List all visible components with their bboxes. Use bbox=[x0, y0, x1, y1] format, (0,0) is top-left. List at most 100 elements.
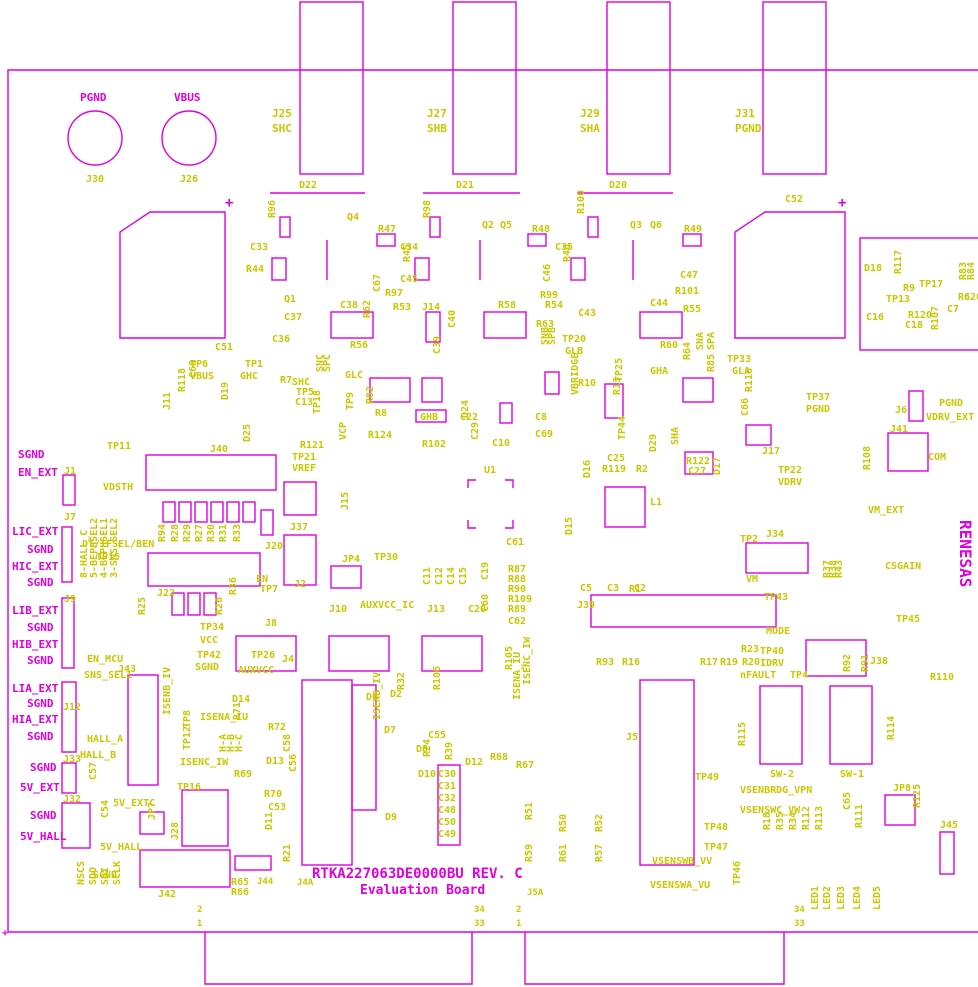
cap-c52: C52 bbox=[785, 194, 803, 205]
silk-label-vsenswb-vv: VSENSWB_VV bbox=[652, 856, 712, 867]
silk-label-j20: J20 bbox=[265, 541, 283, 552]
left-ref-j7: J7 bbox=[64, 512, 76, 523]
silk-label-d18: D18 bbox=[864, 263, 882, 274]
silk-label-r58: R58 bbox=[498, 300, 516, 311]
silk-label-jp7: JP7 bbox=[147, 802, 158, 820]
silk-label-c56: C56 bbox=[288, 754, 299, 772]
silk-label-c50: C50 bbox=[438, 817, 456, 828]
silk-label-tp30: TP30 bbox=[374, 552, 398, 563]
silk-label-r46: R46 bbox=[562, 244, 573, 262]
silk-label-c55: C55 bbox=[428, 730, 446, 741]
power-post-pgnd-label: PGND bbox=[80, 91, 107, 104]
silk-label-tp13: TP13 bbox=[886, 294, 910, 305]
silk-label-d10: D10 bbox=[418, 769, 436, 780]
silk-label-r33: R33 bbox=[232, 524, 243, 542]
silk-label-q2: Q2 bbox=[482, 220, 494, 231]
silk-label-sgnd: SGND bbox=[195, 662, 219, 673]
silk-label-r56: R56 bbox=[350, 340, 368, 351]
silk-label-r28: R28 bbox=[170, 524, 181, 542]
silk-label-r106: R106 bbox=[432, 666, 443, 690]
silk-label-d17: D17 bbox=[712, 457, 723, 475]
silk-label-j4: J4 bbox=[282, 654, 294, 665]
silk-label-tp18: TP18 bbox=[312, 390, 323, 414]
silk-label-vdsth: VDSTH bbox=[103, 482, 133, 493]
silk-label-d29: D29 bbox=[648, 434, 659, 452]
power-post-j26: J26 bbox=[180, 174, 198, 185]
u1-outline bbox=[467, 479, 514, 529]
silk-label-ghb: GHB bbox=[420, 412, 438, 423]
silk-label-c69: C69 bbox=[535, 429, 553, 440]
silk-label-tp40: TP40 bbox=[760, 646, 784, 657]
silk-label-r85: R85 bbox=[706, 354, 717, 372]
silk-label-r122: R122 bbox=[686, 456, 710, 467]
silk-label-sdo: SDO bbox=[88, 867, 99, 885]
silk-label-c61: C61 bbox=[506, 537, 524, 548]
silk-label-q4: Q4 bbox=[347, 212, 359, 223]
silk-label-r108: R108 bbox=[862, 446, 873, 470]
silk-label-tp12: TP12 bbox=[182, 726, 193, 750]
power-stage-outlines bbox=[271, 216, 772, 475]
left-label-6: LIB_EXT bbox=[12, 604, 59, 617]
silk-label-c11: C11 bbox=[422, 567, 433, 585]
silk-label-tp17: TP17 bbox=[919, 279, 943, 290]
silk-label-r43: R43 bbox=[834, 560, 845, 578]
silk-label-nscs: NSCS bbox=[76, 861, 87, 885]
left-label-12: HIA_EXT bbox=[12, 713, 59, 726]
silk-label-r70: R70 bbox=[264, 789, 282, 800]
left-label-3: SGND bbox=[27, 543, 54, 556]
silk-label-pgnd: PGND bbox=[939, 398, 963, 409]
silk-label-j28: J28 bbox=[170, 822, 181, 840]
silk-label-d8: D8 bbox=[416, 744, 428, 755]
silk-label-8-hall-c: 8-HALL_C bbox=[79, 530, 90, 578]
silk-label-j41: J41 bbox=[890, 424, 908, 435]
silk-label-j22: J22 bbox=[157, 588, 175, 599]
silk-label-tp48: TP48 bbox=[704, 822, 728, 833]
silk-label-r94: R94 bbox=[157, 524, 168, 542]
silk-label-r37: R37 bbox=[822, 560, 833, 578]
silk-label-r35: R35 bbox=[775, 812, 786, 830]
silk-label-j43: J43 bbox=[118, 664, 136, 675]
silk-label-j8: J8 bbox=[265, 618, 277, 629]
silk-label-tp16: TP16 bbox=[177, 782, 201, 793]
silk-label-j38: J38 bbox=[870, 656, 888, 667]
silk-label-c45: C45 bbox=[400, 274, 418, 285]
silk-label-sna: SNA bbox=[695, 332, 706, 350]
silk-label-r18: R18 bbox=[762, 812, 773, 830]
silk-label-com: COM bbox=[928, 452, 946, 463]
silk-label-tp43: TP43 bbox=[764, 592, 788, 603]
silk-label-r6: R6 bbox=[958, 292, 970, 303]
silk-label-h-a: H-A bbox=[218, 734, 229, 752]
silk-label-r124: R124 bbox=[368, 430, 392, 441]
silk-label-r1: R1 bbox=[629, 584, 641, 595]
silk-label-sgnd: SGND bbox=[93, 870, 117, 881]
silk-label-d12: D12 bbox=[465, 757, 483, 768]
silk-label-3-sns-sel2: 3-SNS_SEL2 bbox=[109, 518, 120, 578]
silk-label-r99: R99 bbox=[540, 290, 558, 301]
silk-label-gha: GHA bbox=[650, 366, 668, 377]
silk-label-r49: R49 bbox=[684, 224, 702, 235]
silk-label-c39: C39 bbox=[432, 336, 443, 354]
power-post-vbus-label: VBUS bbox=[174, 91, 201, 104]
silk-label-d25: D25 bbox=[242, 424, 253, 442]
silk-label-c35: C35 bbox=[555, 242, 573, 253]
silk-label-r16: R16 bbox=[622, 657, 640, 668]
silk-label-r9: R9 bbox=[903, 283, 915, 294]
silk-label-csgain: CSGAIN bbox=[885, 561, 921, 572]
silk-label-vdrv-ext: VDRV_EXT bbox=[926, 412, 974, 423]
silk-label-r10: R10 bbox=[578, 378, 596, 389]
silk-label-d7: D7 bbox=[384, 725, 396, 736]
left-ref-j32: J32 bbox=[63, 794, 81, 805]
silk-label-spc: SPC bbox=[322, 354, 333, 372]
silk-label-pgnd: PGND bbox=[806, 404, 830, 415]
silk-label-r7: R7 bbox=[280, 375, 292, 386]
left-label-0: SGND bbox=[18, 448, 45, 461]
silk-label-tp11: TP11 bbox=[107, 441, 131, 452]
silk-label-jp8: JP8 bbox=[893, 783, 911, 794]
silk-label-r72: R72 bbox=[268, 722, 286, 733]
silk-label-c3: C3 bbox=[607, 583, 619, 594]
silk-label-r62: R62 bbox=[362, 300, 373, 318]
silk-label-q6: Q6 bbox=[650, 220, 662, 231]
silk-label-c16: C16 bbox=[866, 312, 884, 323]
silk-label-r19: R19 bbox=[720, 657, 738, 668]
